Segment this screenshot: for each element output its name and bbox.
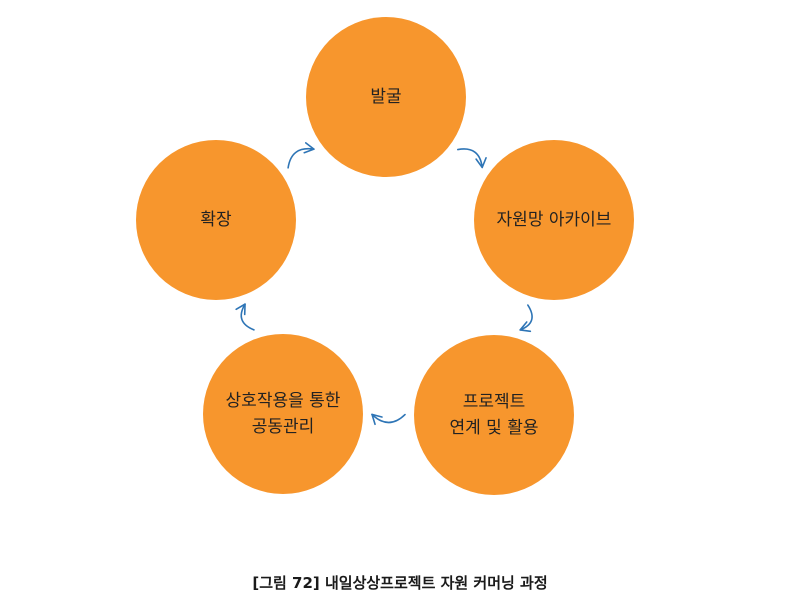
node-label: 공동관리 [252, 417, 315, 437]
node-circle [203, 334, 363, 494]
node-discover: 발굴 [306, 17, 466, 177]
node-label: 상호작용을 통한 [226, 391, 341, 411]
node-expand: 확장 [136, 140, 296, 300]
arrow-expand-to-discover [287, 142, 315, 169]
node-label: 프로젝트 [463, 392, 526, 412]
node-label: 자원망 아카이브 [497, 210, 612, 230]
arrow-discover-to-archive [457, 148, 487, 169]
node-circle [474, 140, 634, 300]
node-label: 발굴 [370, 87, 401, 107]
node-circle [414, 335, 574, 495]
cycle-arrows [235, 142, 533, 426]
arrow-archive-to-project [519, 304, 533, 333]
node-label: 연계 및 활용 [449, 418, 538, 438]
node-circle [306, 17, 466, 177]
arrow-co-manage-to-expand [235, 303, 255, 331]
node-label: 확장 [200, 210, 232, 230]
arrow-project-to-co-manage [371, 413, 406, 426]
node-archive: 자원망 아카이브 [474, 140, 634, 300]
node-circle [136, 140, 296, 300]
figure-caption: [그림 72] 내일상상프로젝트 자원 커머닝 과정 [252, 574, 548, 592]
